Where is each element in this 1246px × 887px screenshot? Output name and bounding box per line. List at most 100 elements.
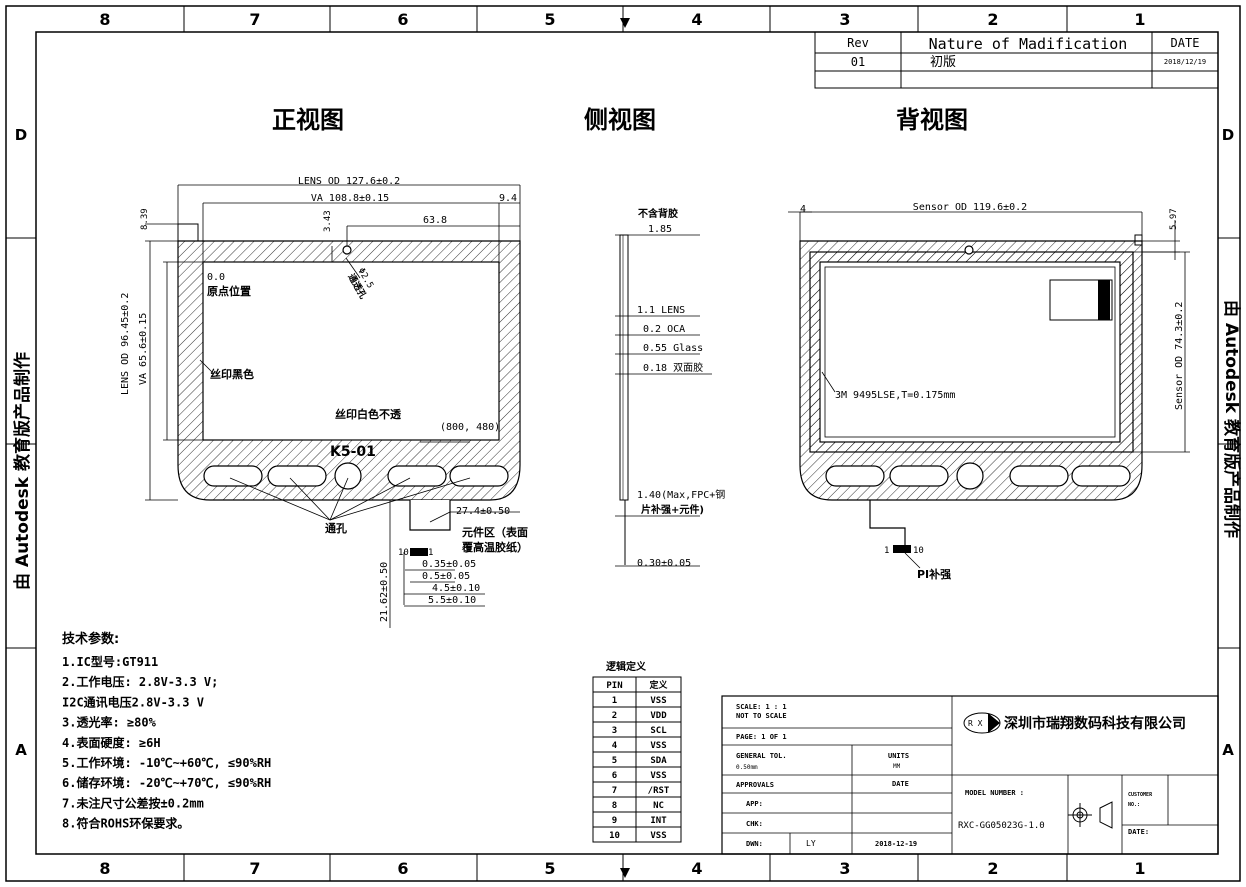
- zone-column-label: 8: [99, 859, 110, 878]
- pin-number: 10: [609, 831, 620, 841]
- zone-column-label: 2: [987, 10, 998, 29]
- pin-definition: /RST: [648, 786, 670, 796]
- spec-line: 4.表面硬度: ≥6H: [62, 735, 161, 750]
- pin-definition: VSS: [650, 831, 666, 841]
- zone-column-label: 3: [839, 859, 850, 878]
- front-resolution: (800, 480): [440, 422, 500, 433]
- front-lens-od-height: LENS OD 96.45±0.2: [120, 293, 131, 395]
- back-tape-note: 3M 9495LSE,T=0.175mm: [835, 390, 955, 401]
- front-dim-5-5: 5.5±0.10: [428, 595, 476, 606]
- spec-line: 1.IC型号:GT911: [62, 654, 158, 669]
- front-viewing-area: [202, 261, 500, 441]
- watermark-right: 由 Autodesk 教育版产品制作: [1221, 300, 1242, 538]
- side-oca: 0.2 OCA: [643, 324, 685, 335]
- pin-definition: VSS: [650, 696, 666, 706]
- back-pin-10: 10: [913, 546, 924, 556]
- front-va-height: VA 65.6±0.15: [138, 313, 149, 385]
- front-lens-od-width: LENS OD 127.6±0.2: [298, 176, 400, 187]
- title-block: SCALE: 1 : 1 NOT TO SCALE PAGE: 1 OF 1 G…: [721, 695, 1219, 855]
- fpc-pad-strip: [410, 548, 428, 556]
- zone-column-label: 6: [397, 10, 408, 29]
- rev-header: Rev: [847, 36, 869, 50]
- front-component-zone: 元件区（表面: [462, 525, 528, 539]
- front-through-holes: 通孔: [325, 522, 347, 535]
- back-sensor-height: Sensor OD 74.3±0.2: [1174, 302, 1185, 410]
- side-stack: [619, 234, 629, 501]
- tb-not-to-scale: NOT TO SCALE: [736, 712, 787, 720]
- front-dim-4-5: 4.5±0.10: [432, 583, 480, 594]
- inner-border: [35, 31, 1219, 855]
- tb-tol: GENERAL TOL.: [736, 752, 787, 760]
- spec-line: 6.储存环境: -20℃~+70℃, ≤90%RH: [62, 775, 271, 790]
- spec-line: 7.未注尺寸公差按±0.2mm: [62, 795, 204, 810]
- pin-number: 8: [612, 801, 617, 811]
- pin-table-title: 逻辑定义: [606, 660, 647, 673]
- tb-units-val: MM: [893, 763, 901, 770]
- front-tab: [177, 223, 199, 242]
- side-fpc-max-2: 片补强+元件): [641, 503, 704, 516]
- tb-app: APP:: [746, 800, 763, 808]
- tb-model-label: MODEL NUMBER :: [965, 789, 1024, 797]
- front-fpc-length: 21.62±0.50: [379, 562, 390, 622]
- pi-stiffener: [893, 545, 911, 553]
- specs-title: 技术参数:: [62, 631, 119, 647]
- pin-definition: SDA: [650, 756, 667, 766]
- pin-definition: INT: [650, 816, 667, 826]
- front-va-width: VA 108.8±0.15: [311, 193, 389, 204]
- zone-column-label: 3: [839, 10, 850, 29]
- pin-number: 1: [612, 696, 617, 706]
- side-fpc-max: 1.40(Max,FPC+钢: [637, 488, 725, 501]
- nature-header: Nature of Madification: [929, 35, 1128, 53]
- tb-dwn-name: LY: [806, 839, 816, 848]
- front-print-white: 丝印白色不透: [335, 407, 402, 421]
- front-pin-10: 10: [398, 548, 409, 558]
- center-mark-bottom: [620, 868, 630, 878]
- zone-row-label: A: [15, 741, 27, 759]
- date-header: DATE: [1171, 36, 1200, 50]
- front-dim-0-35: 0.35±0.05: [422, 559, 476, 570]
- rev-value: 01: [851, 55, 865, 69]
- zone-column-label: 7: [249, 10, 260, 29]
- tb-dwn: DWN:: [746, 840, 763, 848]
- back-view-title: 背视图: [896, 106, 968, 134]
- pin-number: 2: [612, 711, 617, 721]
- tb-units: UNITS: [888, 752, 909, 760]
- watermark-left: 由 Autodesk 教育版产品制作: [12, 352, 33, 590]
- pin-definition: VDD: [650, 711, 667, 721]
- side-no-back-glue: 不含背胶: [638, 207, 678, 220]
- front-dim-3-43: 3.43: [323, 210, 333, 232]
- front-dim-63-8: 63.8: [423, 215, 447, 226]
- spec-line: 8.符合ROHS环保要求。: [62, 816, 189, 831]
- pin-number: 5: [612, 756, 617, 766]
- tb-scale: SCALE: 1 : 1: [736, 703, 787, 711]
- front-dim-8-39: 8.39: [140, 208, 150, 230]
- pin-definition: VSS: [650, 771, 666, 781]
- svg-text:R X: R X: [968, 719, 983, 728]
- front-fpc-dim: 27.4±0.50: [456, 506, 510, 517]
- side-tape: 0.18 双面胶: [643, 361, 703, 374]
- zone-column-label: 1: [1134, 10, 1145, 29]
- pin-number: 6: [612, 771, 617, 781]
- zone-column-label: 1: [1134, 859, 1145, 878]
- company-logo: R X: [963, 712, 1001, 734]
- projection-symbol-icon: [1068, 801, 1113, 829]
- front-view: LENS OD 127.6±0.2 VA 108.8±0.15 9.4 3.43…: [120, 176, 528, 628]
- pin-number: 3: [612, 726, 617, 736]
- back-sensor-width: Sensor OD 119.6±0.2: [913, 202, 1027, 213]
- pin-definition: VSS: [650, 741, 666, 751]
- revision-table: Rev Nature of Madification DATE 01 初版 20…: [814, 31, 1219, 89]
- pin-number: 7: [612, 786, 617, 796]
- spec-line: 2.工作电压: 2.8V-3.3 V;: [62, 674, 218, 689]
- zone-row-label: D: [1222, 126, 1234, 144]
- zone-row-label: D: [15, 126, 27, 144]
- tb-tol-val: 0.50mm: [736, 764, 758, 771]
- zone-column-label: 7: [249, 859, 260, 878]
- side-fpc-thickness: 0.30±0.05: [637, 558, 691, 569]
- pin-definition: NC: [653, 801, 664, 811]
- front-component-zone-2: 覆高温胶纸）: [462, 540, 528, 554]
- tb-date: DATE: [892, 780, 909, 788]
- zone-column-label: 5: [544, 859, 555, 878]
